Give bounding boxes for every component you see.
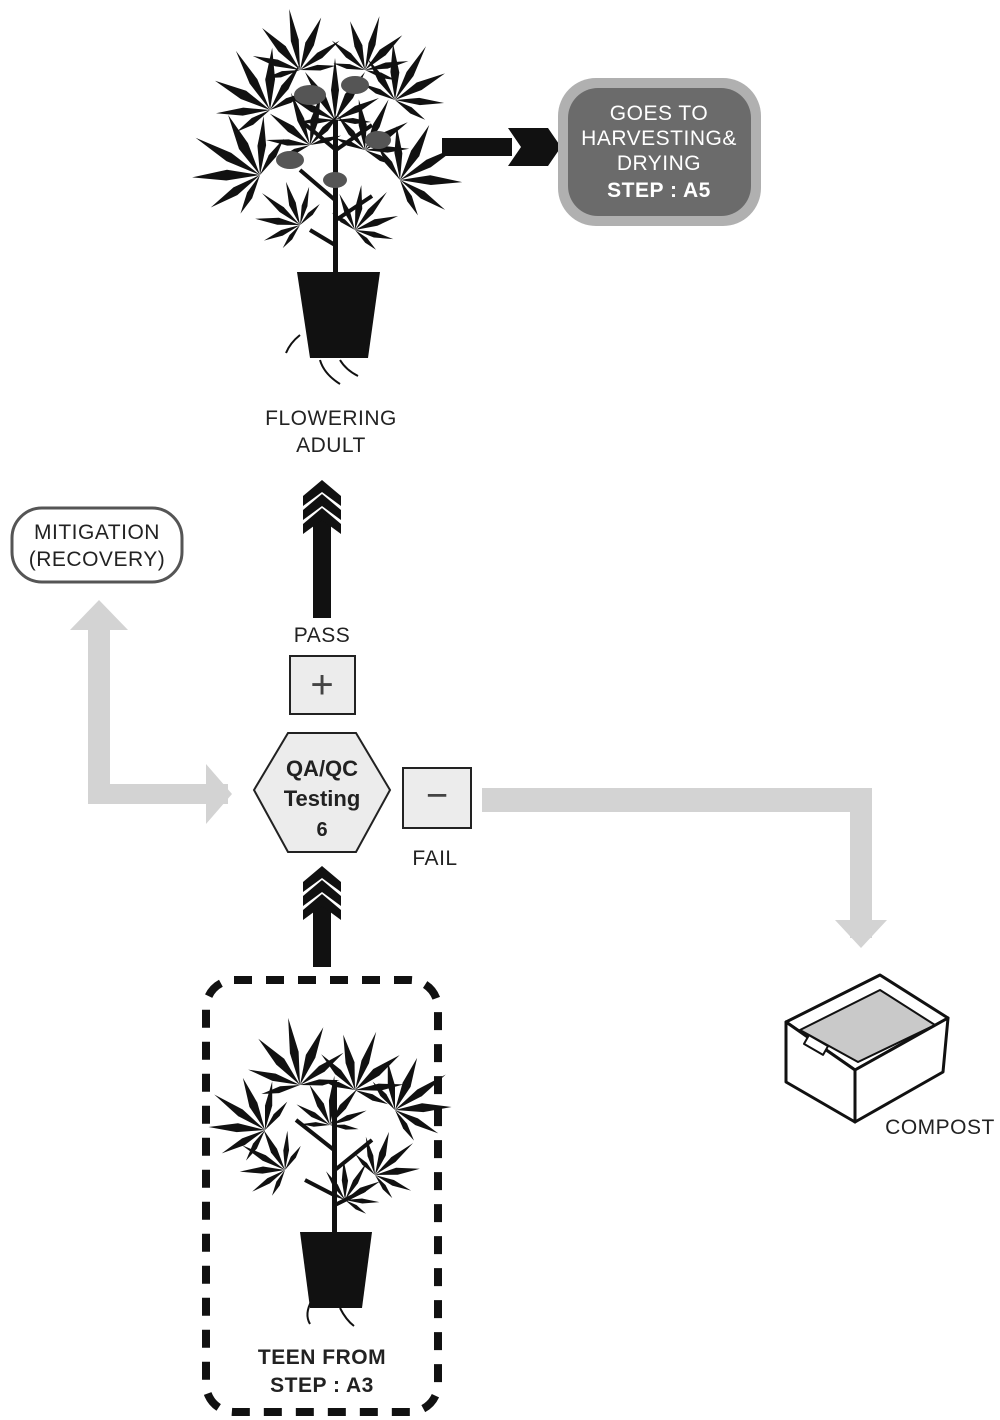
- harvest-step: STEP : A5: [607, 179, 711, 202]
- qa-line3: 6: [316, 819, 327, 841]
- fail-arrow-to-compost: [482, 788, 887, 948]
- compost-label: COMPOST: [885, 1116, 995, 1139]
- mitigation-box: MITIGATION (RECOVERY): [10, 506, 184, 584]
- mitigation-line1: MITIGATION: [34, 521, 160, 544]
- harvest-line1: GOES TO: [610, 102, 708, 125]
- teen-plant-icon: [188, 1009, 472, 1327]
- harvest-line3: DRYING: [617, 152, 701, 175]
- harvest-step-box: GOES TO HARVESTING& DRYING STEP : A5: [558, 78, 761, 226]
- harvest-line2: HARVESTING&: [581, 127, 737, 150]
- plus-icon: +: [310, 663, 333, 707]
- teen-line1: TEEN FROM: [258, 1346, 386, 1369]
- qa-line1: QA/QC: [286, 756, 358, 781]
- flowering-label-line1: FLOWERING: [265, 407, 397, 430]
- mitigation-line2: (RECOVERY): [29, 548, 165, 571]
- pass-arrow: [303, 480, 341, 618]
- teen-to-testing-arrow: [303, 866, 341, 967]
- fail-label: FAIL: [412, 847, 457, 870]
- flowering-plant-icon: [169, 1, 484, 385]
- teen-line2: STEP : A3: [270, 1374, 374, 1397]
- fail-minus-box: −: [402, 767, 472, 829]
- compost-bin-icon: [784, 973, 950, 1124]
- arrow-to-harvest: [442, 128, 561, 166]
- pass-label: PASS: [294, 624, 350, 647]
- pass-plus-box: +: [289, 655, 356, 715]
- mitigation-loop-arrow: [70, 600, 232, 824]
- qa-qc-testing-hexagon: QA/QC Testing 6: [252, 732, 392, 853]
- flowering-label-line2: ADULT: [296, 434, 366, 457]
- qa-line2: Testing: [284, 786, 361, 811]
- minus-icon: −: [426, 775, 448, 817]
